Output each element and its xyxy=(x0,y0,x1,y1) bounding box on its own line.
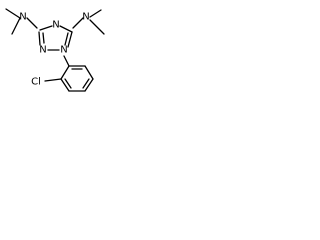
bond-ring-c5-n1 xyxy=(67,31,73,48)
bond-ring-top-right xyxy=(59,25,73,33)
bond-n-left-to-ring xyxy=(26,17,38,29)
bond-phenyl-inner-2 xyxy=(82,78,90,89)
atom-n-ring-left: N xyxy=(39,45,46,56)
structure-diagram: N N N N N Cl xyxy=(0,0,119,93)
bond-methyl-right-upper xyxy=(89,9,102,18)
bond-chloro xyxy=(44,78,62,82)
atom-chlorine: Cl xyxy=(31,77,41,88)
molecule-drawing: N N N N N Cl xyxy=(5,8,105,92)
bond-n-right-to-ring xyxy=(72,17,84,29)
bond-phenyl-5 xyxy=(84,65,94,80)
atom-n-ring-right: N xyxy=(60,45,67,56)
bond-ring-c5-n1-double xyxy=(64,32,69,46)
bond-phenyl-4 xyxy=(84,78,94,92)
atom-n-dimethylamino-right: N xyxy=(82,12,89,23)
bond-phenyl-inner-1 xyxy=(64,78,72,89)
bond-ring-c3-n2 xyxy=(38,31,41,46)
bond-phenyl-1 xyxy=(60,65,70,80)
atom-n-dimethylamino-left: N xyxy=(19,12,26,23)
bond-methyl-left-upper xyxy=(5,8,21,19)
bond-methyl-right-lower xyxy=(89,19,105,35)
bond-ring-c3-c5-top xyxy=(39,25,53,31)
bond-phenyl-2 xyxy=(60,78,70,92)
bond-methyl-left-lower xyxy=(11,17,21,35)
bond-n1-to-phenyl xyxy=(63,55,70,67)
atom-n-ring-top: N xyxy=(52,20,59,31)
bond-ring-c3-n2-double xyxy=(42,32,45,44)
